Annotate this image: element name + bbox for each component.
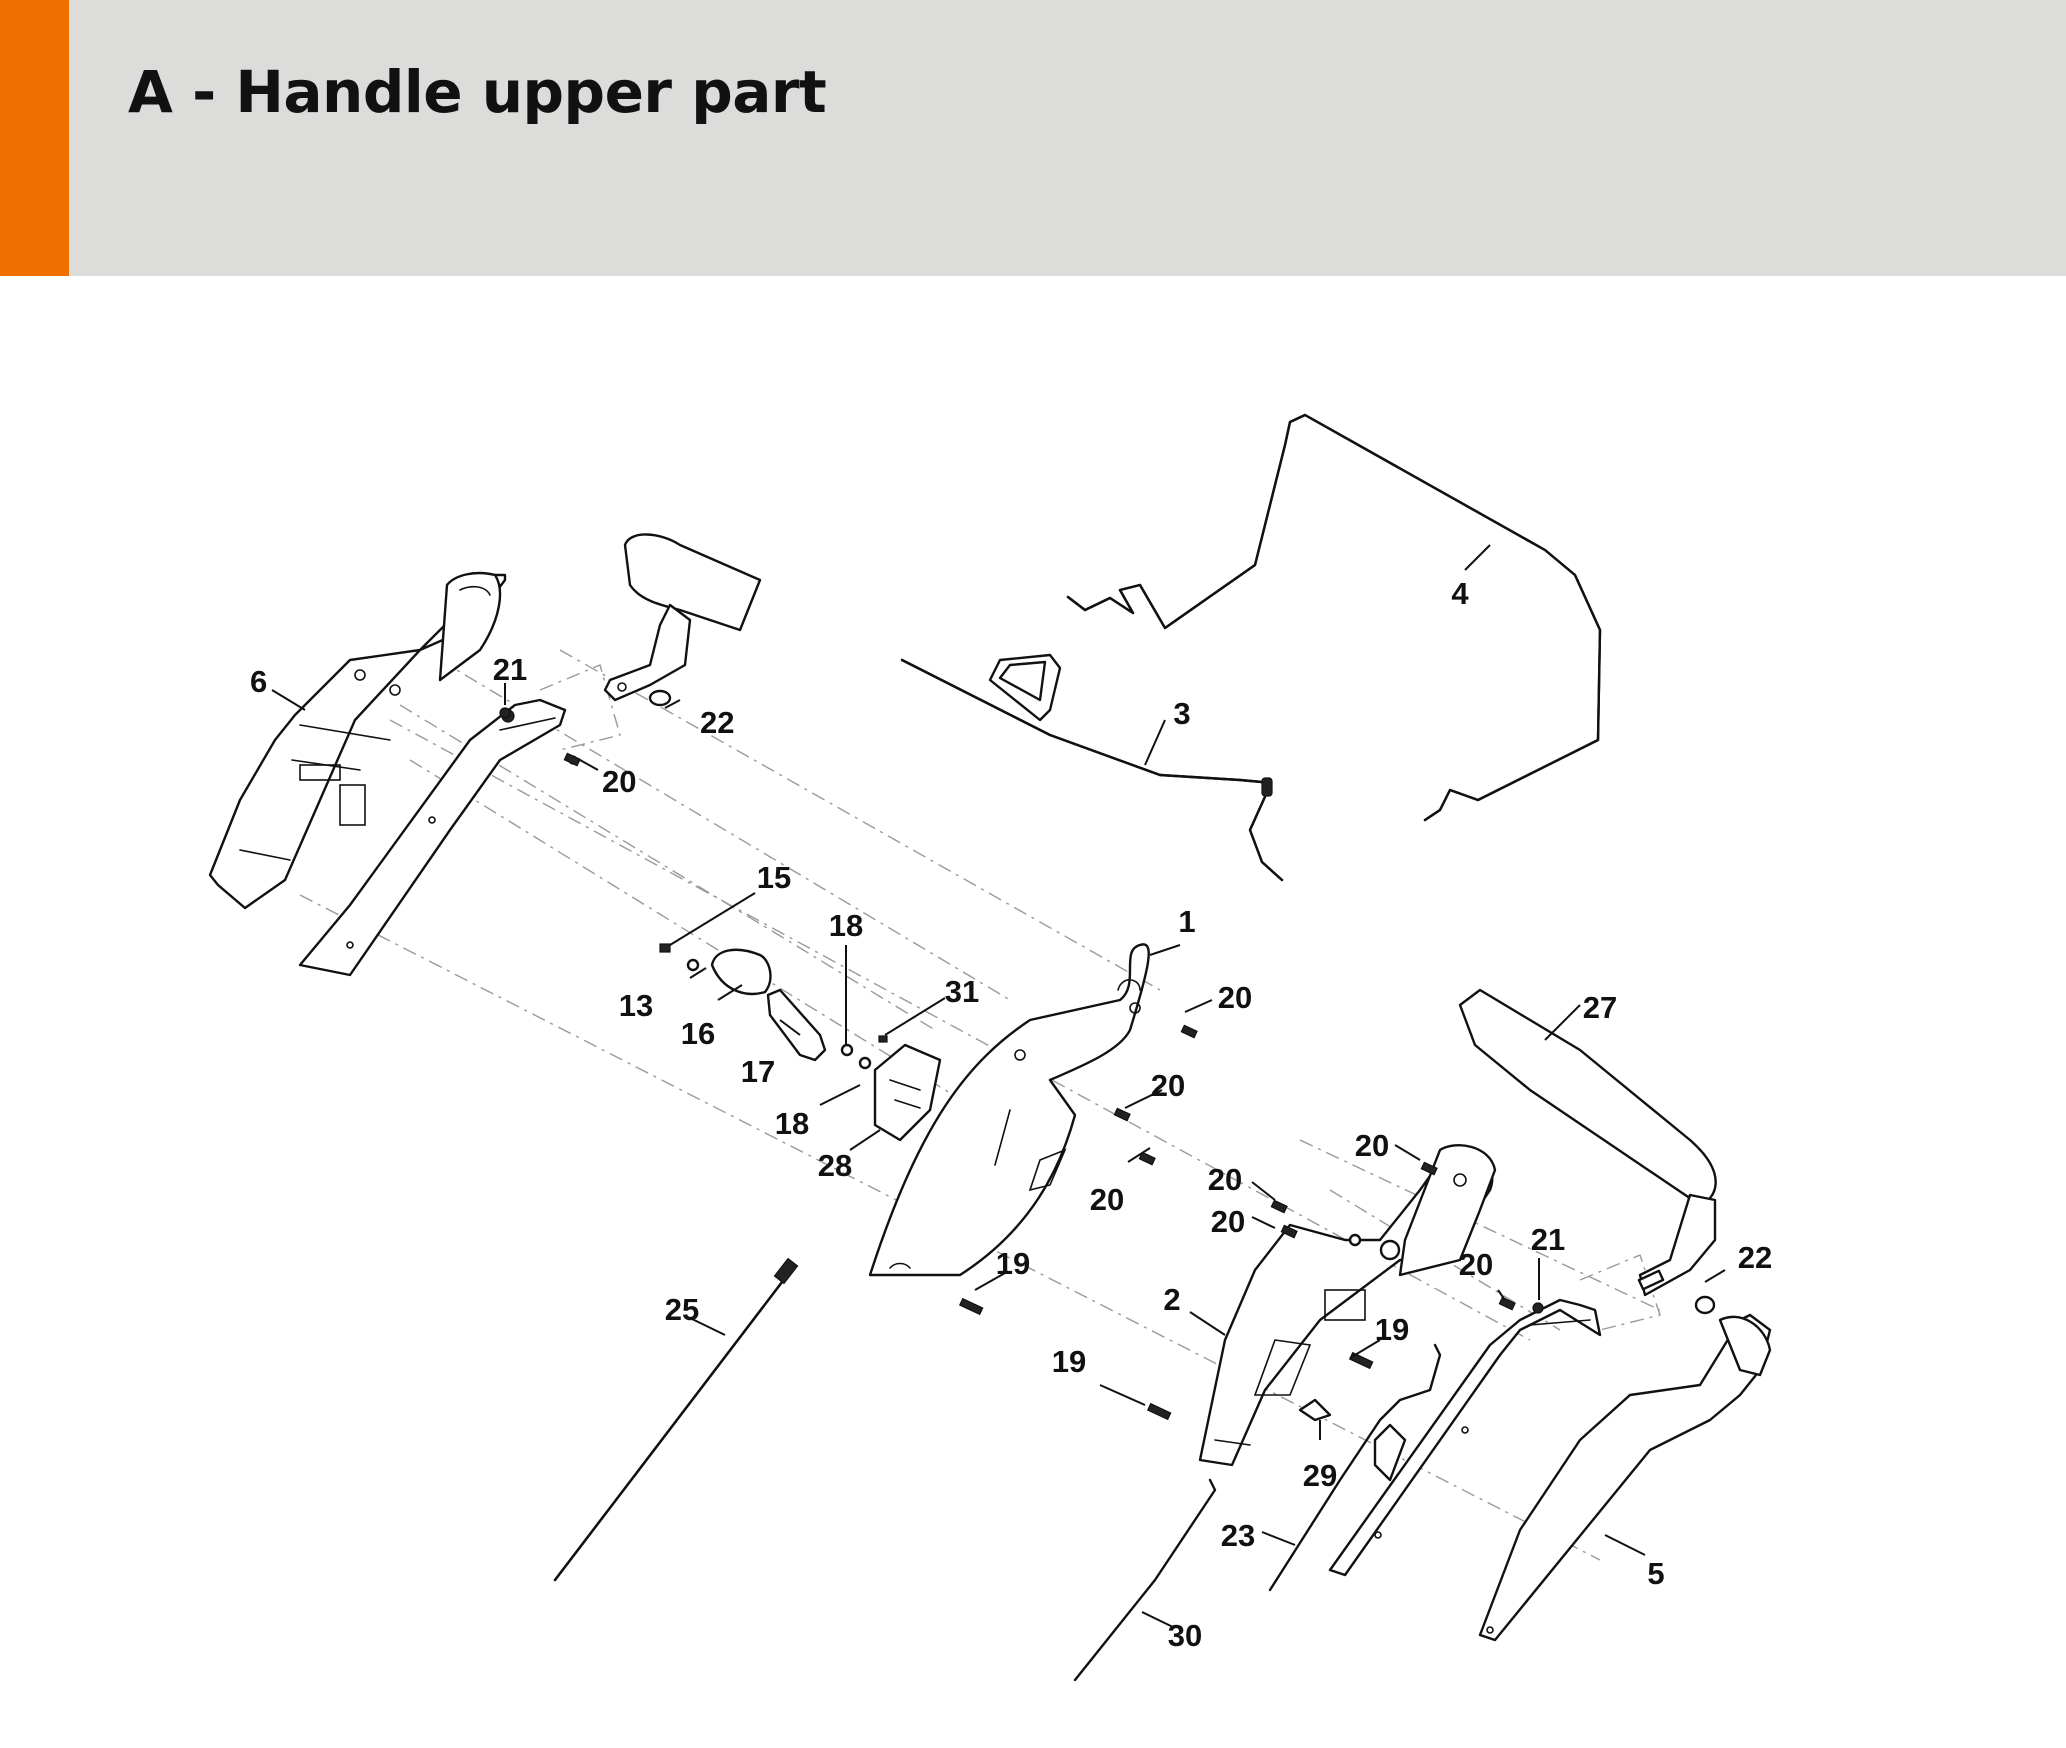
callout-18: 18	[829, 908, 863, 943]
callout-19: 19	[1375, 1312, 1409, 1347]
callout-22: 22	[1738, 1240, 1772, 1275]
part-25-cable	[553, 1257, 799, 1582]
callout-17: 17	[741, 1054, 775, 1089]
callout-23: 23	[1221, 1518, 1255, 1553]
callout-5: 5	[1647, 1556, 1664, 1591]
callout-13: 13	[619, 988, 653, 1023]
callout-27: 27	[1583, 990, 1617, 1025]
callout-20: 20	[1208, 1162, 1242, 1197]
part-5-right-handle-cover	[1478, 1313, 1772, 1642]
callout-20: 20	[1090, 1182, 1124, 1217]
part-23-and-30-cables	[1073, 1343, 1442, 1682]
callout-22: 22	[700, 705, 734, 740]
callout-19: 19	[1052, 1344, 1086, 1379]
callout-leaders	[271, 544, 1726, 1629]
callout-29: 29	[1303, 1458, 1337, 1493]
part-2-right-housing	[1198, 1143, 1497, 1467]
callout-labels: 6 21 22 20 3 4 1 15 13 16 17 18 18 28 31…	[250, 576, 1772, 1653]
callout-31: 31	[945, 974, 979, 1009]
callout-16: 16	[681, 1016, 715, 1051]
callout-6: 6	[250, 664, 267, 699]
callout-28: 28	[818, 1148, 852, 1183]
callout-30: 30	[1168, 1618, 1202, 1653]
callout-1: 1	[1178, 904, 1195, 939]
part-1-cover-plate	[868, 943, 1150, 1277]
callout-18: 18	[775, 1106, 809, 1141]
right-handle-tube	[1328, 1298, 1602, 1577]
callout-20: 20	[1151, 1068, 1185, 1103]
callout-3: 3	[1173, 696, 1190, 731]
callout-21: 21	[1531, 1222, 1565, 1257]
callout-20: 20	[1218, 980, 1252, 1015]
callout-2: 2	[1163, 1282, 1180, 1317]
callout-20: 20	[1211, 1204, 1245, 1239]
header-accent-stripe	[0, 0, 69, 276]
part-22-left-grip-end	[603, 533, 762, 707]
switch-assembly-parts	[659, 943, 942, 1142]
part-29-clip	[1298, 1398, 1332, 1422]
page-title: A - Handle upper part	[128, 58, 827, 126]
part-27-handle-grip-bar	[1458, 988, 1717, 1315]
part-4-bail-bar	[1066, 413, 1602, 822]
callout-20: 20	[1459, 1247, 1493, 1282]
callout-20: 20	[1355, 1128, 1389, 1163]
callout-25: 25	[665, 1292, 699, 1327]
callout-15: 15	[757, 860, 791, 895]
callout-21: 21	[493, 652, 527, 687]
callout-19: 19	[996, 1246, 1030, 1281]
header-bar	[0, 0, 2066, 276]
part-6-left-handle-cover	[208, 571, 507, 910]
callout-4: 4	[1451, 576, 1469, 611]
callout-20: 20	[602, 764, 636, 799]
part-3-drive-lever	[900, 653, 1284, 882]
screws-and-nuts	[499, 707, 1544, 1421]
